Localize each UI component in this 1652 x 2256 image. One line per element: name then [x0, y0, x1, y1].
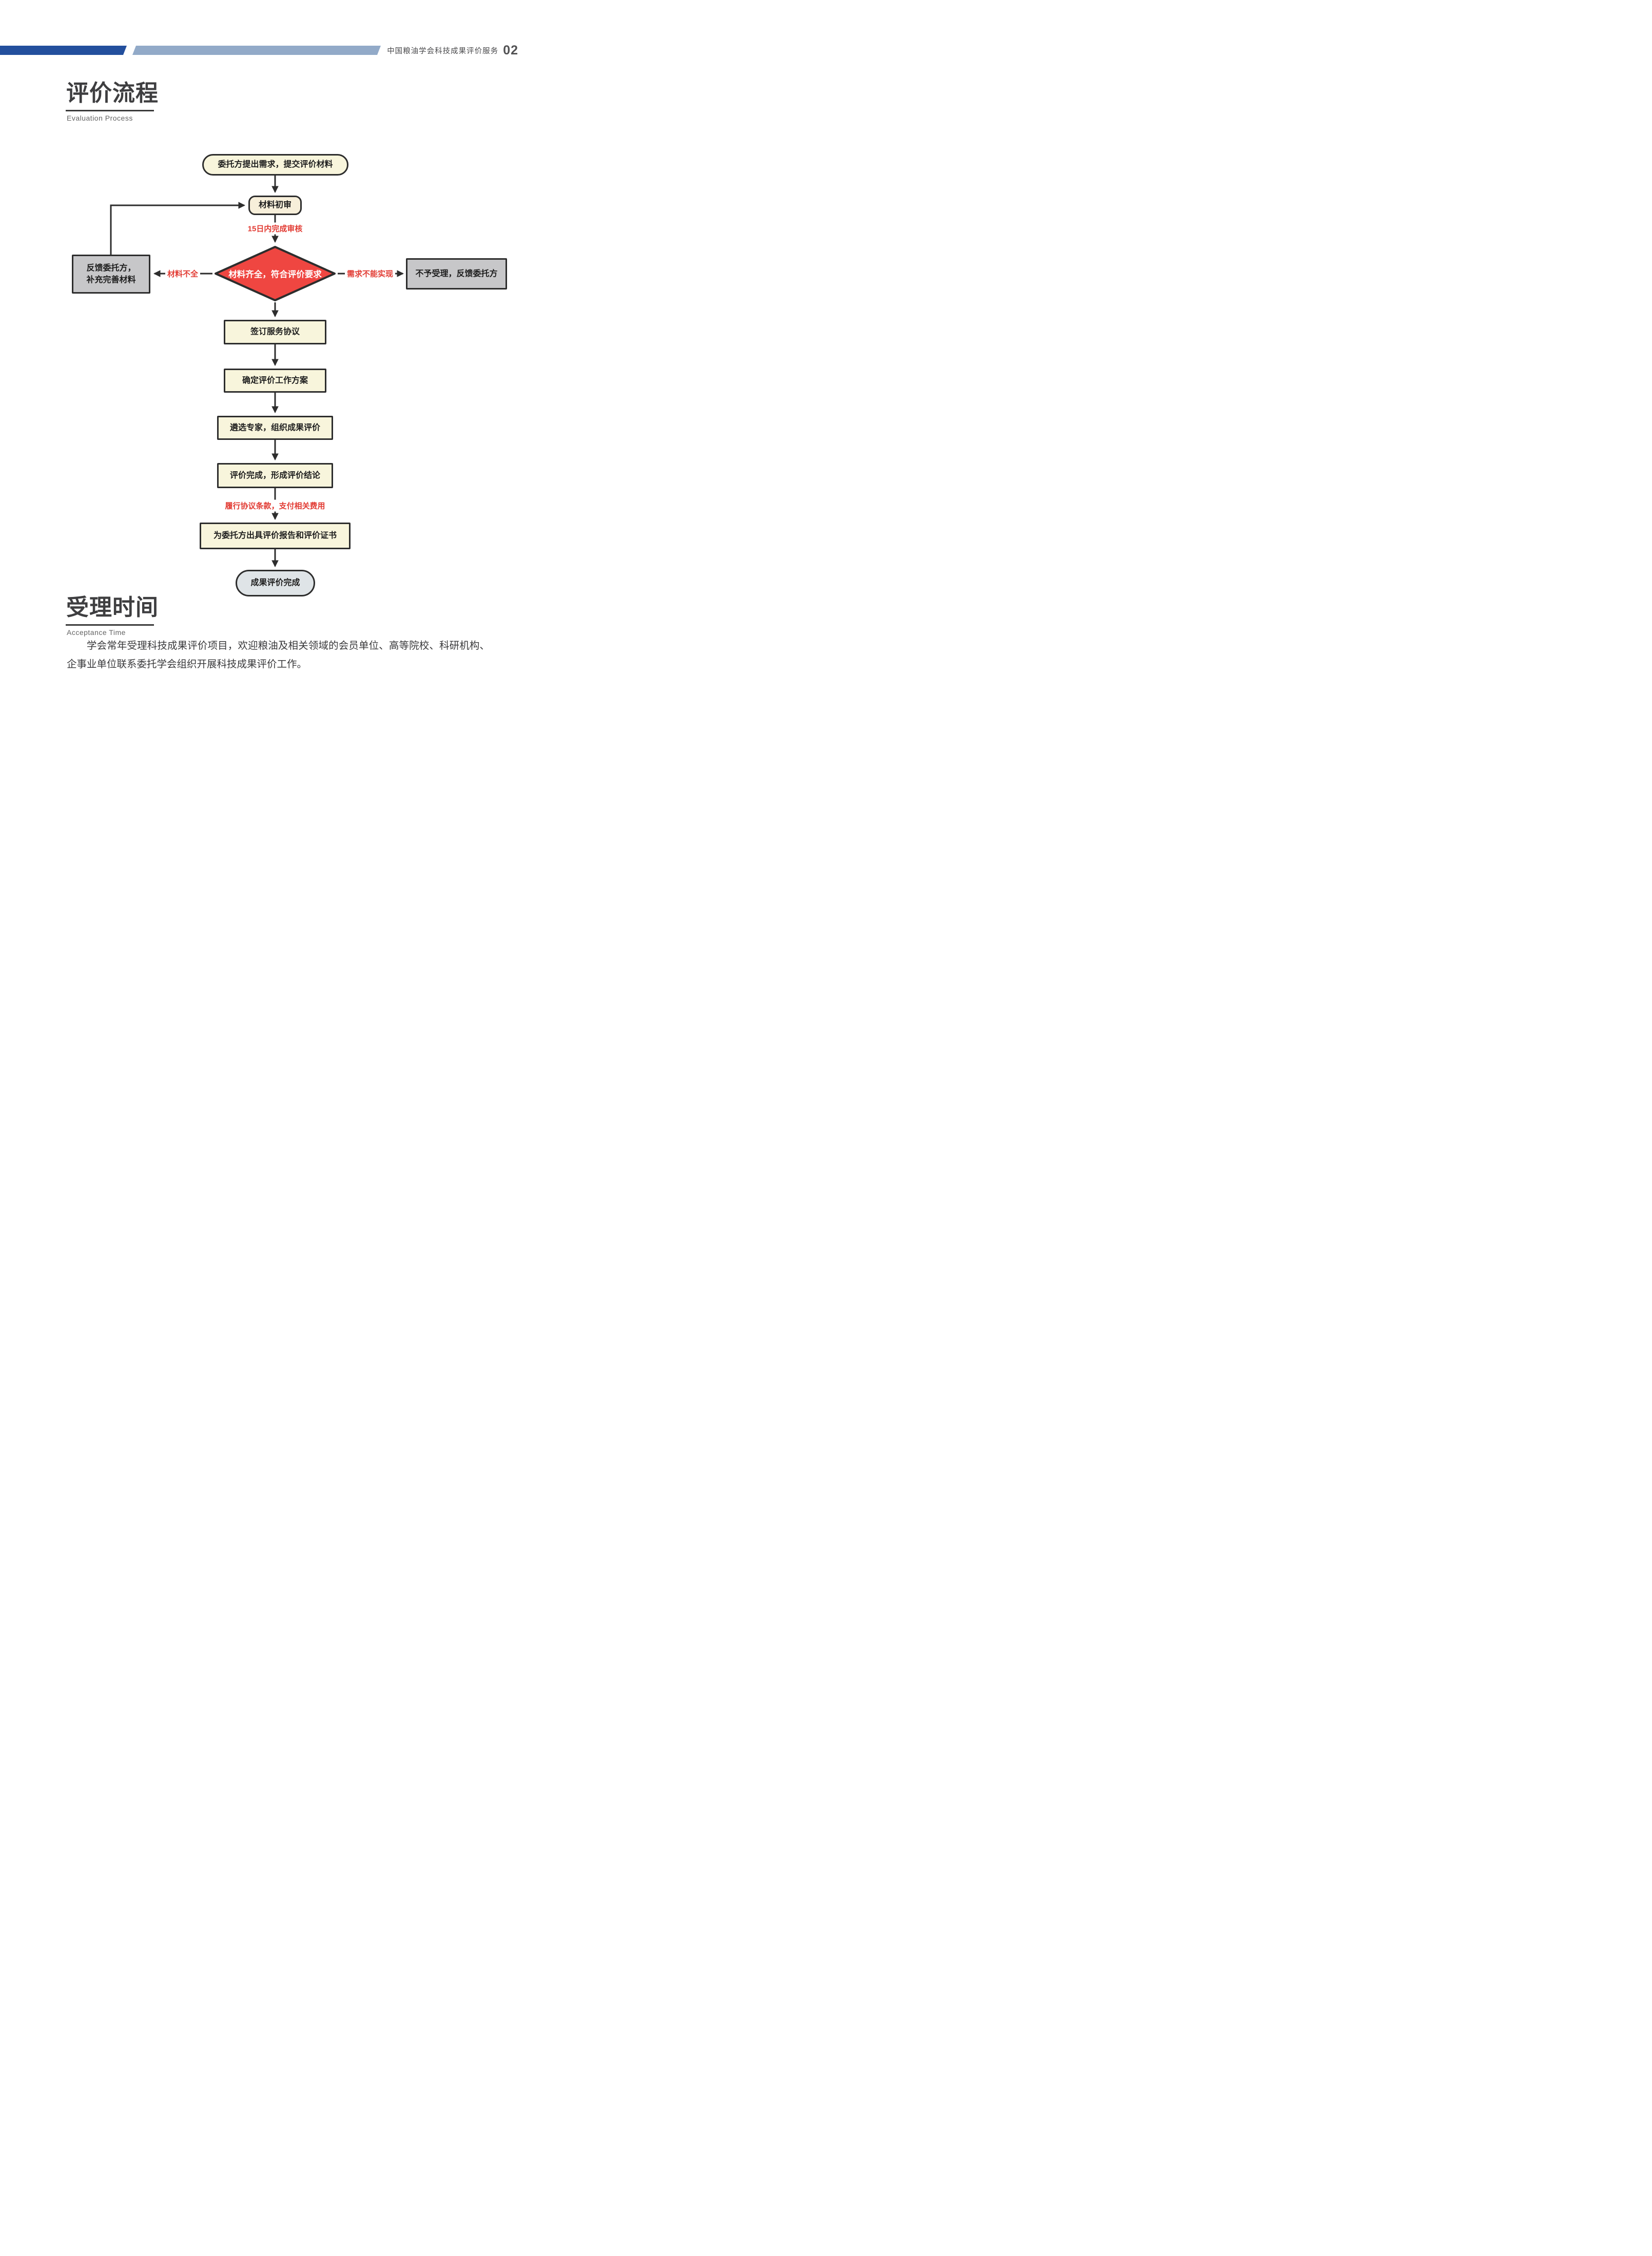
- edge-label-demand-unfeasible: 需求不能实现: [344, 267, 396, 280]
- node-label: 为委托方出具评价报告和评价证书: [213, 531, 337, 541]
- node-label: 委托方提出需求，提交评价材料: [218, 160, 333, 169]
- node-label: 材料初审: [258, 201, 291, 210]
- flowchart-node-feedback-client: 反馈委托方， 补充完善材料: [72, 255, 150, 294]
- node-label: 遴选专家，组织成果评价: [229, 423, 320, 432]
- node-label: 评价完成，形成评价结论: [229, 471, 320, 480]
- edge-label-payment: 履行协议条款，支付相关费用: [223, 499, 327, 512]
- flowchart-node-start: 委托方提出需求，提交评价材料: [202, 154, 348, 176]
- section-underline-acceptance-time: [66, 624, 154, 626]
- flowchart-node-work-plan: 确定评价工作方案: [224, 369, 326, 393]
- acceptance-paragraph: 学会常年受理科技成果评价项目，欢迎粮油及相关领域的会员单位、高等院校、科研机构、…: [67, 640, 490, 670]
- header: 中国粮油学会科技成果评价服务 02: [387, 43, 518, 58]
- flowchart-node-issue-report: 为委托方出具评价报告和评价证书: [200, 523, 351, 549]
- header-bar-dark: [0, 46, 127, 55]
- header-service-title: 中国粮油学会科技成果评价服务: [387, 47, 499, 55]
- node-label-line1: 反馈委托方，: [86, 263, 136, 273]
- section-title-evaluation-process: 评价流程: [66, 81, 159, 106]
- header-bar-light: [132, 46, 381, 55]
- node-label: 成果评价完成: [250, 579, 300, 588]
- node-label-line2: 补充完善材料: [86, 276, 136, 284]
- flowchart-node-end: 成果评价完成: [236, 570, 315, 596]
- edge-label-review-deadline: 15日内完成审核: [245, 222, 305, 235]
- section-subtitle-evaluation-process: Evaluation Process: [67, 114, 133, 122]
- document-page: 中国粮油学会科技成果评价服务 02 评价流程 Evaluation Proces…: [0, 0, 551, 752]
- node-label: 不予受理，反馈委托方: [415, 269, 498, 278]
- flowchart-node-select-experts: 遴选专家，组织成果评价: [217, 416, 333, 440]
- flowchart-node-reject: 不予受理，反馈委托方: [406, 258, 507, 290]
- node-label: 签订服务协议: [250, 327, 300, 337]
- flowchart-node-initial-review: 材料初审: [248, 196, 302, 215]
- section-subtitle-acceptance-time: Acceptance Time: [67, 628, 126, 637]
- flowchart-node-conclusion: 评价完成，形成评价结论: [217, 463, 333, 488]
- edge-label-materials-incomplete: 材料不全: [165, 267, 201, 280]
- section-title-acceptance-time: 受理时间: [66, 595, 159, 620]
- page-number: 02: [503, 43, 518, 57]
- decision-diamond-shape: [215, 246, 336, 301]
- node-label: 材料齐全，符合评价要求: [228, 270, 322, 279]
- flowchart-node-decision: 材料齐全，符合评价要求: [213, 245, 337, 302]
- node-label: 确定评价工作方案: [242, 376, 308, 385]
- section-underline-evaluation-process: [66, 110, 154, 111]
- flowchart-node-sign-agreement: 签订服务协议: [224, 320, 326, 344]
